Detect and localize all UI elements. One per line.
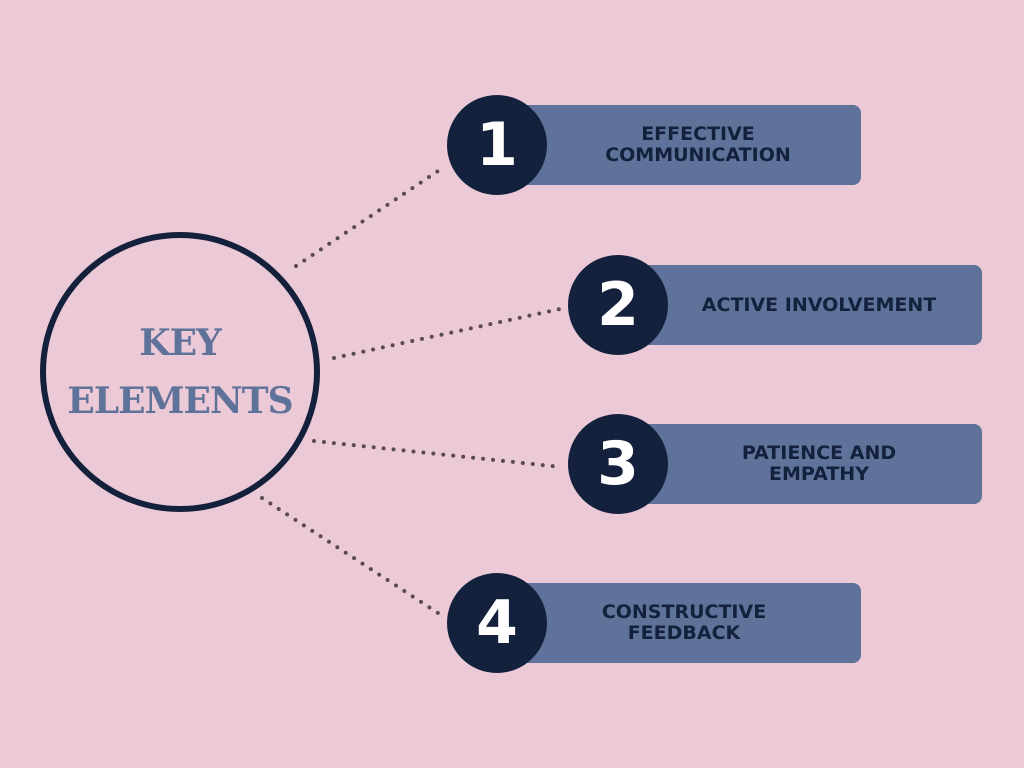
element-label-1: EFFECTIVE COMMUNICATION — [605, 123, 791, 166]
element-label-3: PATIENCE AND EMPATHY — [741, 442, 897, 485]
center-title: KEY ELEMENTS — [67, 322, 293, 422]
badge-number-4: 4 — [476, 588, 518, 658]
number-badge-2: 2 — [568, 255, 668, 355]
element-label-4: CONSTRUCTIVE FEEDBACK — [601, 601, 767, 644]
element-bar-2: ACTIVE INVOLVEMENT — [628, 265, 982, 345]
badge-number-3: 3 — [597, 429, 639, 499]
center-circle: KEY ELEMENTS — [40, 232, 320, 512]
number-badge-4: 4 — [447, 573, 547, 673]
connector-line-2 — [332, 307, 562, 360]
number-badge-3: 3 — [568, 414, 668, 514]
badge-number-1: 1 — [476, 110, 518, 180]
element-bar-1: EFFECTIVE COMMUNICATION — [507, 105, 861, 185]
connector-line-4 — [260, 496, 440, 615]
connector-line-1 — [294, 169, 440, 268]
badge-number-2: 2 — [597, 270, 639, 340]
connector-line-3 — [312, 439, 563, 469]
number-badge-1: 1 — [447, 95, 547, 195]
element-label-2: ACTIVE INVOLVEMENT — [701, 293, 937, 316]
element-bar-4: CONSTRUCTIVE FEEDBACK — [507, 583, 861, 663]
element-bar-3: PATIENCE AND EMPATHY — [628, 424, 982, 504]
